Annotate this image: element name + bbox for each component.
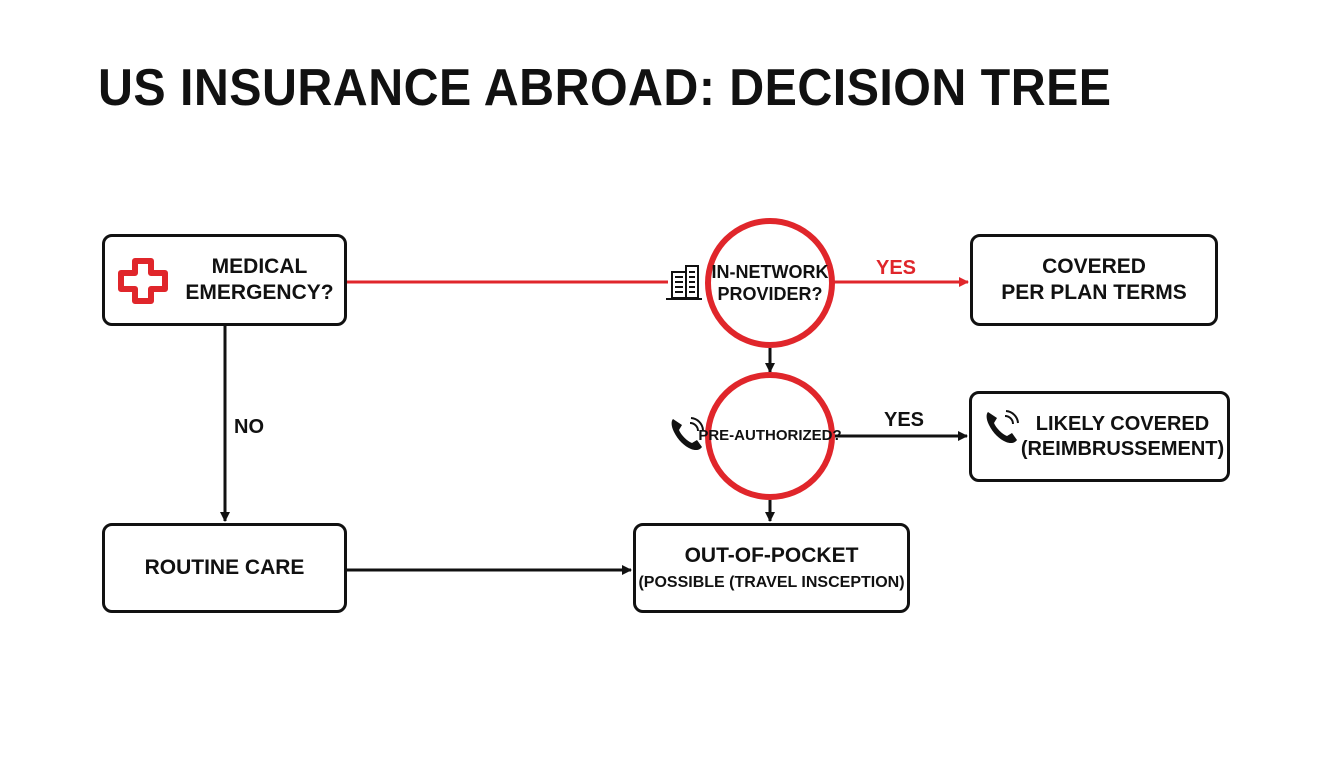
node-medical-emergency: MEDICAL EMERGENCY?: [102, 234, 347, 326]
node-medical-emergency-line2: EMERGENCY?: [185, 281, 334, 304]
node-pre-authorized-line1: PRE-AUTHORIZED?: [698, 426, 842, 444]
node-likely-covered-line2: (REIMBRUSSEMENT): [1020, 437, 1225, 460]
node-routine-care-line1: ROUTINE CARE: [144, 555, 305, 579]
phone-icon: [986, 410, 1019, 444]
edge-label-yes-preauth: YES: [884, 409, 925, 431]
page-title: US INSURANCE ABROAD: DECISION TREE: [98, 59, 1112, 117]
building-icon: [666, 265, 702, 300]
medical-cross-icon: [118, 258, 168, 304]
node-out-of-pocket-line1: OUT-OF-POCKET: [684, 543, 859, 567]
node-likely-covered-line1: LIKELY COVERED: [1035, 412, 1210, 435]
node-in-network-provider: IN-NETWORK PROVIDER?: [705, 218, 835, 348]
node-in-network-line1: IN-NETWORK: [711, 261, 829, 282]
node-pre-authorized: PRE-AUTHORIZED?: [698, 372, 842, 500]
edge-label-no-emergency: NO: [234, 416, 264, 438]
phone-icon: [671, 417, 704, 451]
edge-label-yes-network: YES: [876, 257, 917, 279]
node-routine-care: ROUTINE CARE: [102, 523, 347, 613]
node-out-of-pocket-line2: (POSSIBLE (TRAVEL INSCEPTION): [638, 574, 905, 592]
node-covered: COVERED PER PLAN TERMS: [970, 234, 1218, 326]
node-medical-emergency-line1: MEDICAL: [211, 254, 308, 278]
node-out-of-pocket: OUT-OF-POCKET (POSSIBLE (TRAVEL INSCEPTI…: [633, 523, 910, 613]
node-in-network-line2: PROVIDER?: [717, 284, 823, 304]
node-covered-line1: COVERED: [1042, 254, 1146, 278]
node-covered-line2: PER PLAN TERMS: [1001, 281, 1187, 304]
